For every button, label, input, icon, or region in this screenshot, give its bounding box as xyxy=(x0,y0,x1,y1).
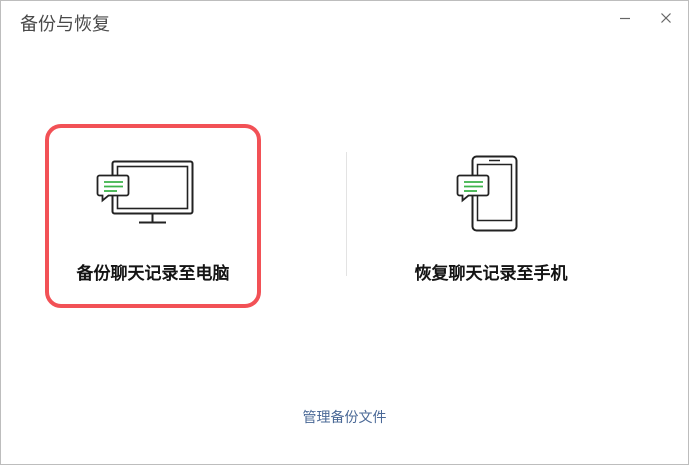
window-title: 备份与恢复 xyxy=(20,14,110,35)
restore-option-label: 恢复聊天记录至手机 xyxy=(414,264,568,284)
minimize-icon xyxy=(620,17,630,20)
close-button[interactable] xyxy=(653,7,679,29)
phone-chat-icon xyxy=(456,155,518,232)
restore-to-phone-option[interactable]: 恢复聊天记录至手机 xyxy=(383,124,599,308)
close-icon xyxy=(661,13,671,23)
manage-backup-files-link[interactable]: 管理备份文件 xyxy=(302,410,387,426)
options-divider xyxy=(346,152,347,276)
backup-to-computer-option[interactable]: 备份聊天记录至电脑 xyxy=(45,124,261,308)
minimize-button[interactable] xyxy=(612,7,638,29)
computer-chat-icon xyxy=(96,160,194,224)
backup-option-label: 备份聊天记录至电脑 xyxy=(76,264,230,284)
